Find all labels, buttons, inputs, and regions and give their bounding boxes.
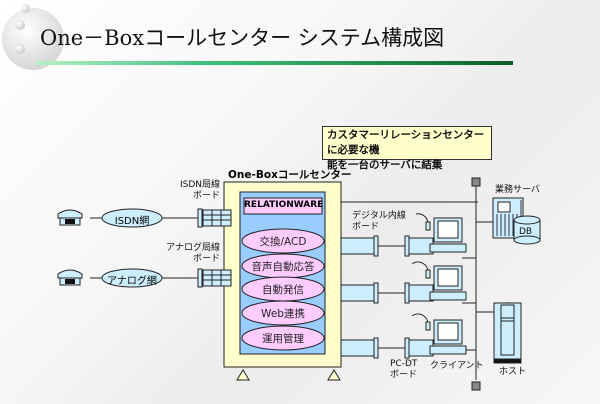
board-icons-right: [340, 235, 434, 359]
database-icon: [513, 215, 541, 245]
module-operations: 運用管理: [262, 333, 304, 345]
module-ivr: 音声自動応答: [251, 261, 315, 273]
label-line: ボード: [390, 370, 418, 380]
analog-board-icon: [197, 268, 232, 288]
label-line: アナログ局線: [166, 243, 220, 253]
module-ellipse: [241, 300, 325, 326]
page-title: One－Boxコールセンター システム構成図: [40, 26, 445, 50]
relationware-label: RELATIONWARE: [244, 200, 324, 210]
relationware-label-box: [243, 197, 323, 215]
headset-icon: [415, 213, 431, 231]
label-line: デジタル内線: [352, 211, 406, 221]
one-box-title: One-Boxコールセンター: [228, 169, 352, 181]
telephone-icon: [57, 269, 83, 286]
pcdt-board-label: PC-DT ボード: [390, 359, 417, 381]
host-icon: [493, 302, 522, 364]
foot-triangle: [236, 369, 250, 381]
label-line: ボード: [352, 222, 380, 232]
db-label: DB: [519, 227, 533, 237]
isdn-network-shape: [101, 208, 163, 228]
module-exchange-acd: 交換/ACD: [259, 236, 307, 248]
title-underline: [36, 61, 513, 65]
decorative-circle-large: [2, 8, 64, 70]
bus-terminator-bottom: [471, 381, 481, 391]
analog-network-shape: [101, 268, 163, 288]
module-auto-dial: 自動発信: [262, 284, 304, 296]
decorative-dot: [21, 4, 30, 13]
callout-line-2: 能を一台のサーバに結集: [327, 159, 443, 171]
module-web-link: Web連携: [261, 308, 305, 320]
analog-network-label: アナログ網: [107, 276, 157, 287]
headset-icon: [411, 261, 431, 279]
client-label: クライアント: [430, 361, 484, 371]
module-ellipse: [241, 325, 325, 351]
client-pc-icon: [429, 319, 467, 355]
module-ellipses: [241, 228, 325, 351]
analog-board-label: アナログ局線 ボード: [150, 243, 220, 265]
isdn-board-label: ISDN局線 ボード: [160, 180, 220, 202]
isdn-network-label: ISDN網: [114, 216, 150, 227]
callout-box: カスタマーリレーションセンターに必要な機 能を一台のサーバに結集: [322, 126, 492, 171]
bus-terminator-top: [471, 177, 481, 187]
telephone-icon: [57, 209, 83, 226]
headset-icon: [411, 313, 431, 331]
label-line: ボード: [192, 254, 220, 264]
label-line: ISDN局線: [179, 180, 220, 190]
host-label: ホスト: [499, 367, 527, 377]
isdn-board-icon: [197, 208, 232, 228]
module-ellipse: [241, 228, 325, 254]
callout-line-1: カスタマーリレーションセンターに必要な機: [327, 129, 485, 156]
business-server-label: 業務サーバ: [495, 185, 540, 195]
foot-triangle: [327, 369, 341, 381]
label-line: PC-DT: [390, 359, 418, 369]
decorative-dot: [15, 20, 25, 30]
label-line: ボード: [192, 191, 220, 201]
client-pc-icon: [429, 265, 467, 301]
digital-board-label: デジタル内線 ボード: [352, 211, 406, 233]
client-pc-icon: [429, 217, 467, 253]
decorative-dot: [15, 44, 25, 54]
